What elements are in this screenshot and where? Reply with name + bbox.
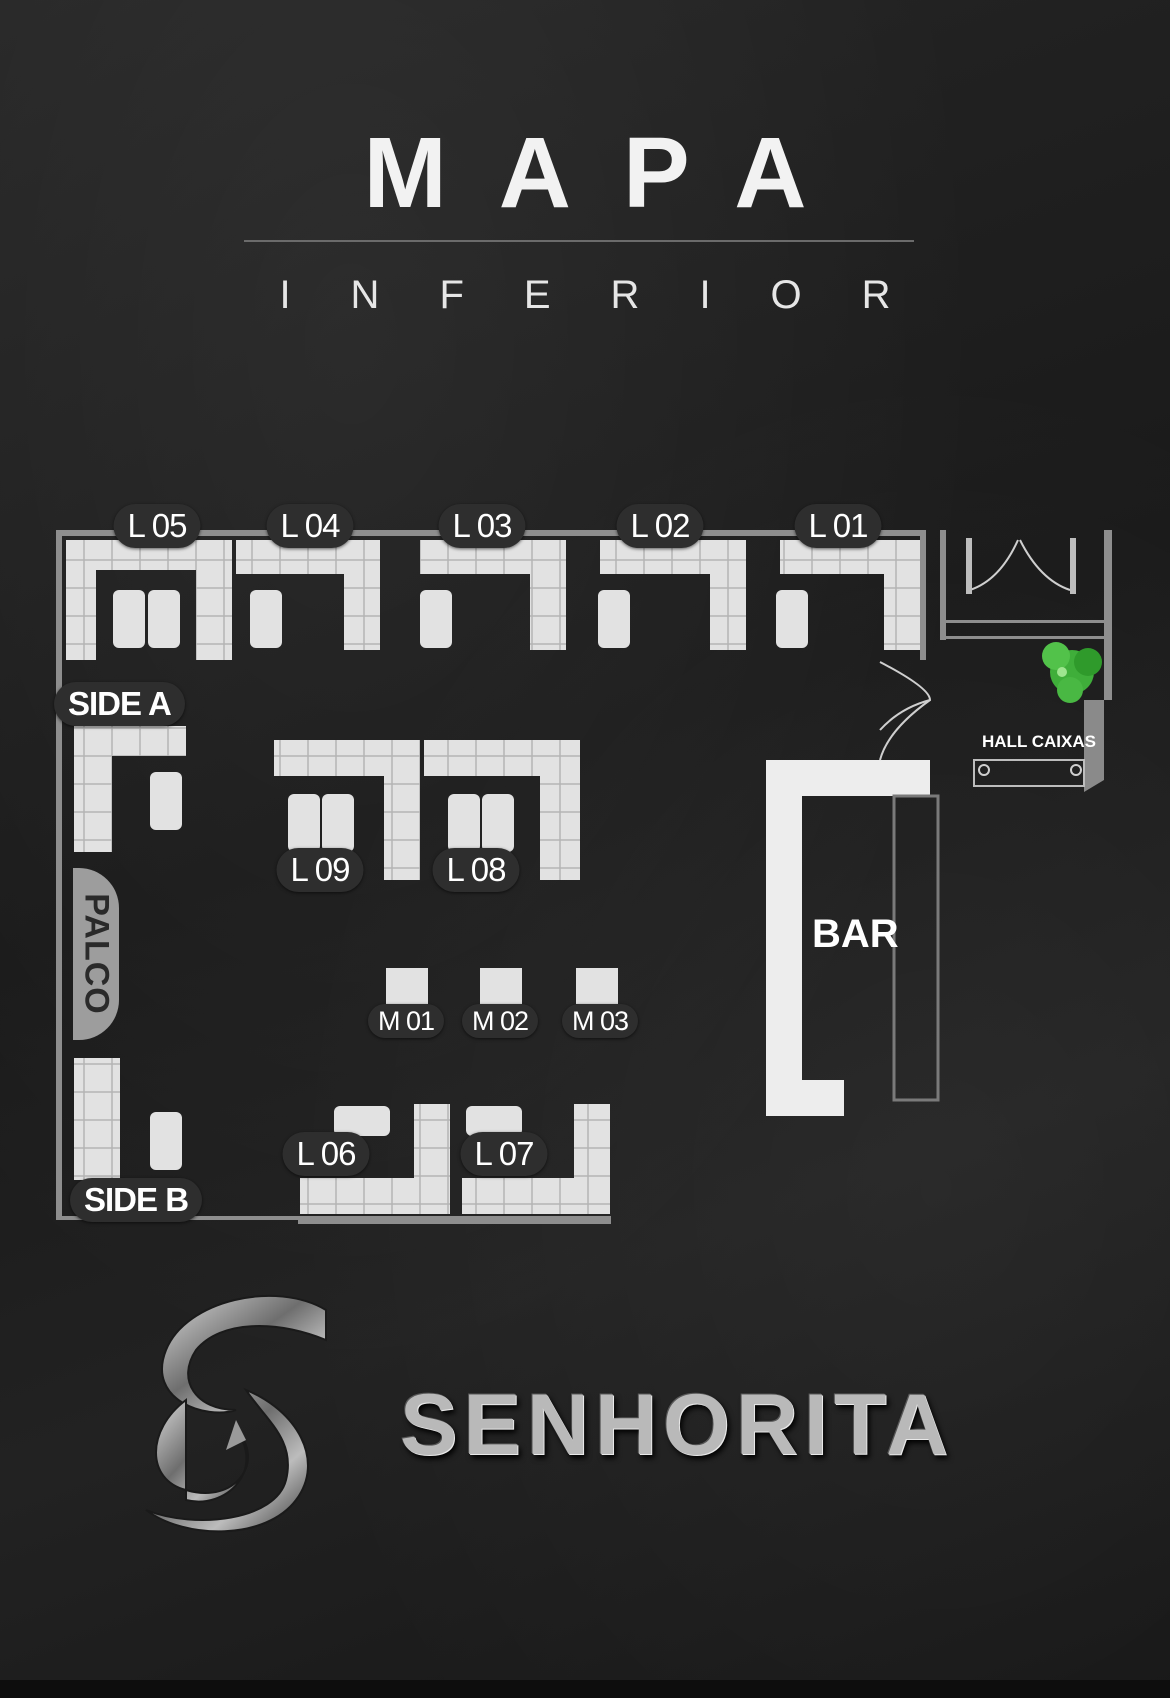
lounge-label-l02[interactable]: L 02 <box>616 504 704 548</box>
s-monogram-icon <box>145 1294 327 1533</box>
side-a-area <box>74 726 186 852</box>
table-label-m02[interactable]: M 02 <box>461 1004 539 1038</box>
bar-counter <box>766 760 940 1116</box>
center-tables <box>386 968 618 1004</box>
lounge-label-l04[interactable]: L 04 <box>266 504 354 548</box>
bar-label: BAR <box>812 912 899 956</box>
plant-icon <box>1042 642 1102 703</box>
bottom-lounges <box>300 1104 610 1214</box>
side-b-label[interactable]: SIDE B <box>70 1178 203 1222</box>
lounge-label-l09[interactable]: L 09 <box>276 848 364 892</box>
stage-label: PALCO <box>77 893 116 1015</box>
lounge-label-l05[interactable]: L 05 <box>113 504 201 548</box>
lounge-label-l06[interactable]: L 06 <box>282 1132 370 1176</box>
table-label-m03[interactable]: M 03 <box>561 1004 639 1038</box>
table-label-m01[interactable]: M 01 <box>367 1004 445 1038</box>
top-lounges <box>66 540 920 660</box>
brand-name: SENHORITA <box>400 1377 955 1473</box>
hall-caixas-label: HALL CAIXAS <box>982 732 1096 751</box>
doors <box>879 538 1076 761</box>
lounge-label-l07[interactable]: L 07 <box>460 1132 548 1176</box>
stage-area <box>73 868 119 1040</box>
title-divider <box>244 240 914 242</box>
lounge-label-l01[interactable]: L 01 <box>794 504 882 548</box>
middle-lounges <box>274 740 580 880</box>
lounge-label-l08[interactable]: L 08 <box>432 848 520 892</box>
hall-caixas-area <box>973 700 1104 792</box>
side-b-area <box>74 1058 182 1180</box>
side-a-label[interactable]: SIDE A <box>54 682 185 726</box>
lounge-label-l03[interactable]: L 03 <box>438 504 526 548</box>
page-subtitle: INFERIOR <box>279 273 951 317</box>
page-title: MAPA <box>363 117 859 229</box>
bottom-band <box>0 1680 1170 1698</box>
